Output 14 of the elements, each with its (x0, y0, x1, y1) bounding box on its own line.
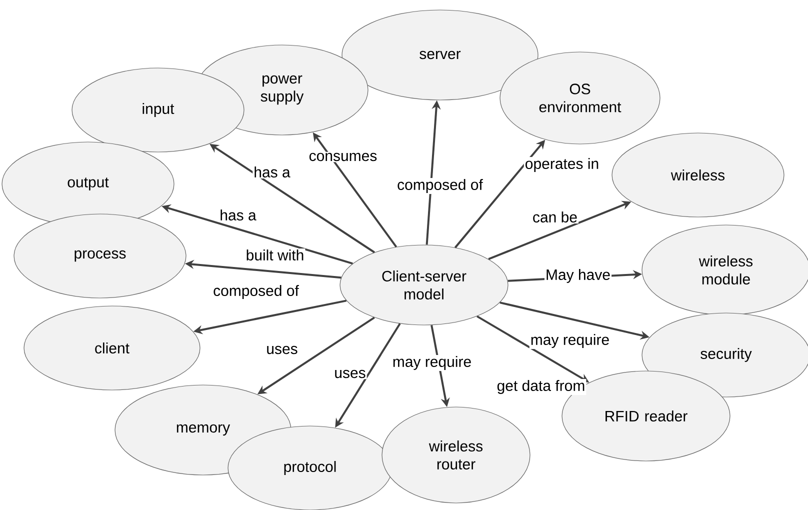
edge-label: has a (218, 208, 258, 222)
edge-label: has a (252, 165, 292, 178)
edge-label: composed of (396, 178, 484, 194)
edge-label: built with (244, 248, 306, 262)
edge-label: can be (531, 210, 579, 224)
edge-label: May have (544, 268, 612, 284)
edge-label: consumes (308, 152, 378, 162)
edge-label: uses (333, 368, 367, 380)
edge-label: uses (265, 344, 299, 356)
edge-label: get data from (496, 379, 586, 395)
edge-label: may require (391, 355, 473, 371)
edge-label: operates in (524, 157, 600, 173)
edge-label: may require (529, 333, 611, 349)
edge-label: composed of (212, 284, 300, 300)
